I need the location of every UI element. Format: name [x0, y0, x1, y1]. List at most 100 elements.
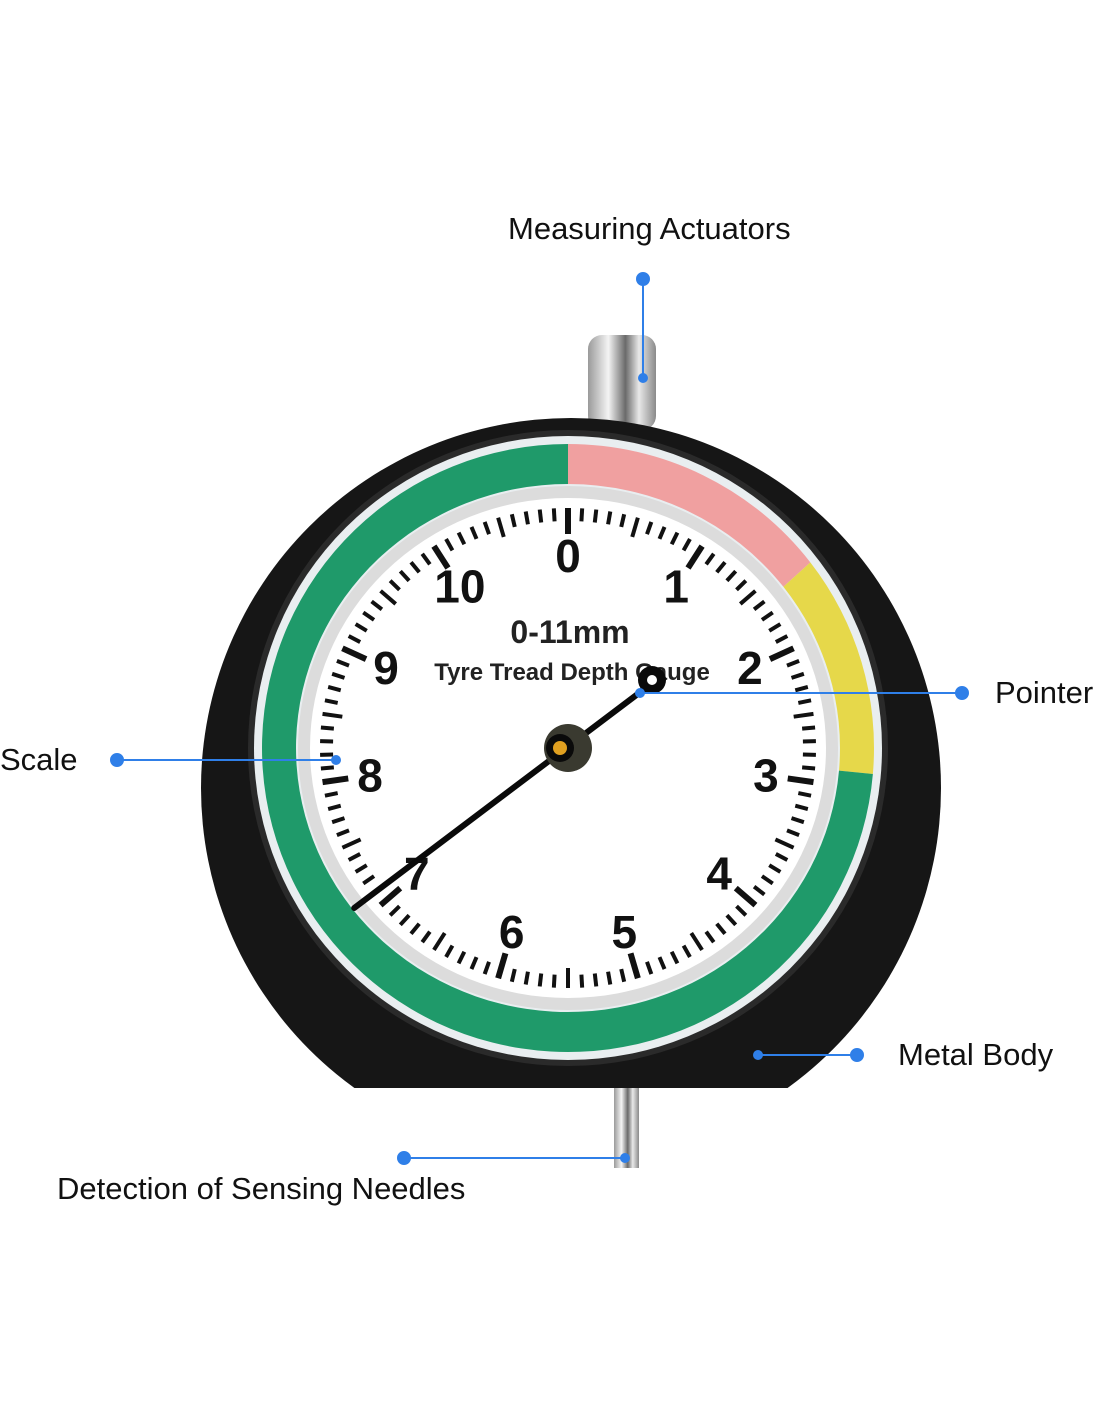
scale-tick [327, 803, 342, 811]
scale-tick [790, 816, 805, 825]
scale-tick [456, 950, 467, 965]
scale-tick [752, 599, 766, 611]
scale-tick [774, 852, 789, 862]
scale-tick [341, 645, 368, 662]
scale-tick [444, 944, 455, 958]
scale-tick [579, 974, 585, 988]
scale-tick [645, 961, 654, 975]
scale-tick [739, 589, 757, 606]
scale-number: 4 [706, 848, 732, 900]
scale-tick [685, 544, 705, 570]
scale-tick [681, 538, 692, 552]
scale-tick [768, 863, 782, 874]
actuator-pin [588, 335, 656, 430]
scale-tick [432, 931, 447, 951]
scale-tick [681, 944, 692, 958]
scale-tick [733, 885, 758, 908]
scale-tick [354, 863, 368, 874]
zone-red [568, 444, 811, 587]
scale-number: 10 [434, 560, 485, 612]
scale-tick [469, 526, 479, 540]
scale-number: 1 [663, 560, 689, 612]
scale-number: 0 [555, 530, 581, 582]
scale-tick [689, 931, 704, 951]
scale-tick [398, 569, 411, 583]
scale-tick [619, 513, 627, 528]
scale-tick [456, 531, 467, 546]
color-zone-ring [262, 444, 875, 1052]
scale-tick [774, 634, 789, 644]
scale-tick [431, 544, 451, 570]
scale-tick [336, 828, 350, 837]
scale-tick [797, 791, 812, 798]
scale-number: 8 [357, 749, 383, 801]
scale-tick [336, 659, 350, 668]
scale-tick [760, 874, 774, 886]
scale-tick [482, 521, 491, 535]
scale-tick [801, 725, 816, 731]
scale-tick [735, 579, 748, 592]
scale-tick [496, 517, 506, 538]
scale-tick [787, 775, 814, 786]
scale-tick [388, 904, 401, 917]
scale-tick [657, 956, 667, 970]
scale-number: 6 [499, 906, 525, 958]
scale-tick [669, 531, 680, 546]
scale-tick [768, 645, 795, 662]
scale-tick [409, 560, 421, 574]
scale-tick [320, 765, 335, 771]
scale-tick [331, 816, 346, 825]
scale-tick [331, 671, 346, 680]
scale-tick [715, 922, 727, 936]
scale-tick [793, 711, 814, 719]
scale-tick [370, 599, 384, 611]
scale-tick [469, 956, 479, 970]
scale-tick [354, 622, 368, 633]
scale-number: 9 [373, 642, 399, 694]
scale-tick [327, 685, 342, 693]
pointer-needle [351, 680, 655, 911]
scale-tick [537, 509, 544, 523]
scale-tick [657, 526, 667, 540]
scale-tick [388, 579, 401, 592]
scale-tick [398, 913, 411, 927]
scale-tick [420, 930, 432, 944]
scale-tick [322, 775, 349, 786]
scale-tick [786, 828, 800, 837]
scale-tick [735, 904, 748, 917]
scale-tick [704, 930, 716, 944]
scale-tick [482, 961, 491, 975]
scale-tick [627, 952, 641, 980]
callout-scale: Scale [0, 742, 78, 777]
scale-tick [551, 974, 557, 988]
callout-sensing-needles: Detection of Sensing Needles [57, 1171, 466, 1206]
scale-tick [324, 791, 339, 798]
scale-tick [509, 968, 517, 983]
scale-tick [619, 968, 627, 983]
scale-tick [551, 508, 557, 522]
callout-pointer: Pointer [995, 675, 1094, 710]
scale-tick [579, 508, 585, 522]
zone-yellow [783, 562, 875, 775]
scale-tick [768, 622, 782, 633]
scale-tick [715, 560, 727, 574]
callout-metal-body: Metal Body [898, 1037, 1054, 1072]
scale-tick [409, 922, 421, 936]
scale-tick [606, 971, 613, 985]
scale-tick [790, 671, 805, 680]
callout-measuring-actuators: Measuring Actuators [508, 211, 791, 246]
scale-tick [322, 711, 343, 719]
scale-tick [752, 885, 766, 897]
scale-tick [794, 803, 809, 811]
scale-tick [523, 511, 530, 525]
scale-tick [801, 765, 816, 771]
scale-tick [630, 517, 640, 538]
scale-tick [592, 509, 599, 523]
scale-tick [362, 874, 376, 886]
scale-tick [537, 973, 544, 987]
scale-number: 5 [612, 906, 638, 958]
scale-tick [324, 698, 339, 705]
scale-tick [378, 885, 403, 908]
scale-tick [725, 913, 738, 927]
